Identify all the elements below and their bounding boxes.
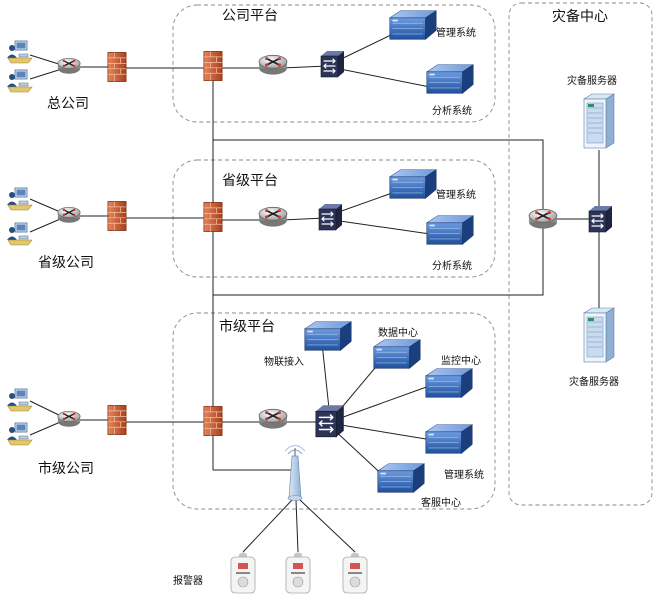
router-icon xyxy=(258,206,288,228)
alarm-device-icon xyxy=(285,552,311,594)
router-icon xyxy=(57,206,81,224)
group-boxes xyxy=(172,2,653,510)
router-icon xyxy=(258,54,288,76)
server-icon xyxy=(389,169,437,199)
firewall-icon xyxy=(203,406,223,436)
server-icon xyxy=(377,463,425,493)
company-analysis-system-label: 分析系统 xyxy=(432,106,472,117)
pc-icon xyxy=(6,388,33,412)
disaster-recovery-box xyxy=(508,2,653,506)
firewall-icon xyxy=(203,202,223,232)
firewall-icon xyxy=(107,52,127,82)
pc-icon xyxy=(6,40,33,64)
province-platform-title: 省级平台 xyxy=(222,173,278,189)
alarm-device-icon xyxy=(342,552,368,594)
alarm-device-icon xyxy=(230,552,256,594)
city-platform-title: 市级平台 xyxy=(219,319,275,335)
pc-icon xyxy=(6,422,33,446)
province-analysis-system-label: 分析系统 xyxy=(432,261,472,272)
connections xyxy=(29,32,600,553)
rack-server-icon xyxy=(583,93,615,149)
company-mgmt-system-label: 管理系统 xyxy=(436,28,476,39)
firewall-icon xyxy=(107,405,127,435)
dr-server-top-label: 灾备服务器 xyxy=(567,76,617,87)
city-company-label: 市级公司 xyxy=(38,461,94,477)
switch-icon xyxy=(315,404,345,438)
firewall-icon xyxy=(107,201,127,231)
dr-server-bottom-label: 灾备服务器 xyxy=(569,377,619,388)
router-icon xyxy=(57,57,81,75)
router-icon xyxy=(258,408,288,430)
disaster-recovery-title: 灾备中心 xyxy=(552,9,608,25)
company-platform-title: 公司平台 xyxy=(222,8,278,24)
server-icon xyxy=(389,10,437,40)
devices xyxy=(6,10,615,594)
pc-icon xyxy=(6,69,33,93)
pc-icon xyxy=(6,187,33,211)
rack-server-icon xyxy=(583,307,615,363)
iot-access-label: 物联接入 xyxy=(264,357,304,368)
server-icon xyxy=(373,339,421,369)
province-mgmt-system-label: 管理系统 xyxy=(436,190,476,201)
pc-icon xyxy=(6,222,33,246)
router-icon xyxy=(528,208,558,230)
head-company-label: 总公司 xyxy=(47,96,89,112)
server-icon xyxy=(426,215,474,245)
server-icon xyxy=(425,368,473,398)
server-icon xyxy=(304,321,352,351)
switch-icon xyxy=(320,50,345,78)
wireless-tower-icon xyxy=(284,444,306,502)
city-mgmt-system-label: 管理系统 xyxy=(444,470,484,481)
switch-icon xyxy=(318,203,343,231)
server-icon xyxy=(425,424,473,454)
alarm-label: 报警器 xyxy=(173,576,203,587)
switch-icon xyxy=(588,205,613,233)
service-center-label: 客服中心 xyxy=(421,498,461,509)
city-platform-box xyxy=(172,312,496,510)
router-icon xyxy=(57,410,81,428)
data-center-label: 数据中心 xyxy=(378,328,418,339)
firewall-icon xyxy=(203,51,223,81)
province-company-label: 省级公司 xyxy=(38,255,94,271)
server-icon xyxy=(426,64,474,94)
company-platform-box xyxy=(172,4,496,123)
monitor-center-label: 监控中心 xyxy=(441,356,481,367)
